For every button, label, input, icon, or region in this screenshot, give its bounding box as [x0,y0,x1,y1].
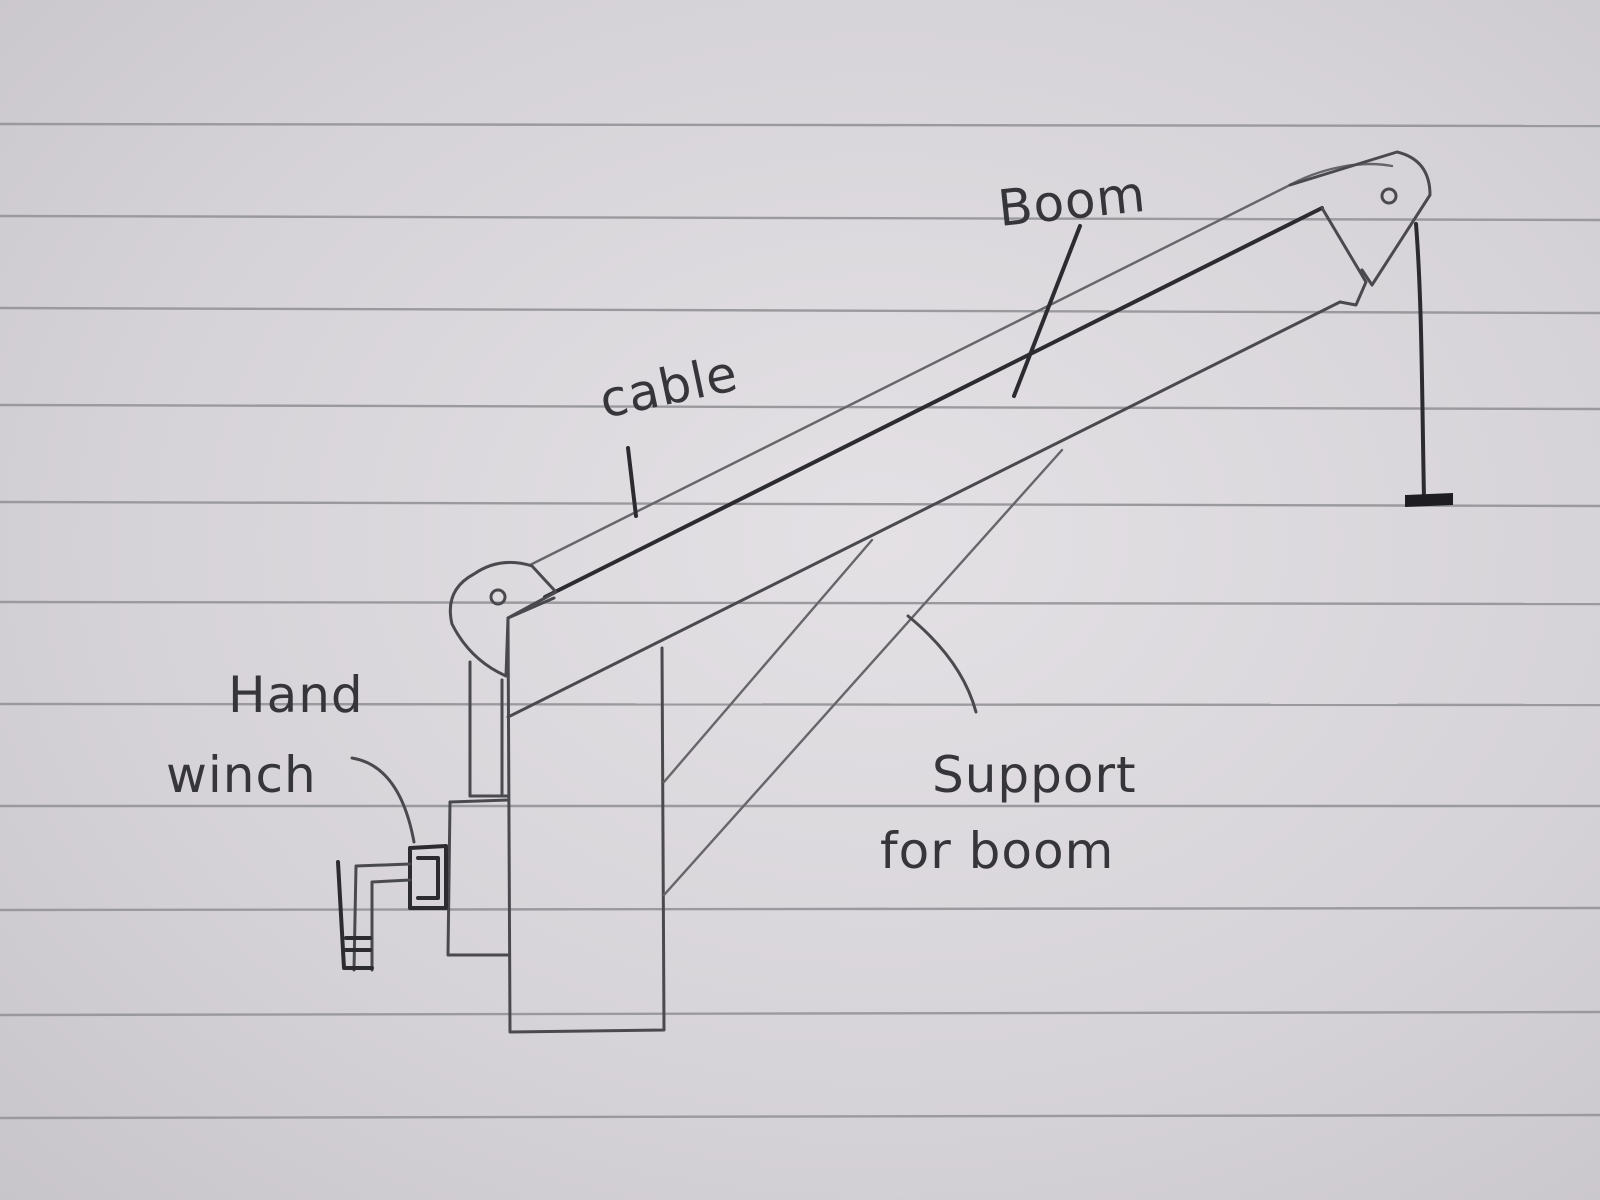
top-pulley [1288,150,1432,287]
support-label-line2: for boom [880,822,1114,880]
winch-leader [350,756,416,844]
hand-winch-label-line1: Hand [228,666,364,724]
boom-label: Boom [995,165,1148,238]
mast-post [506,596,666,1034]
hand-winch-label-line2: winch [166,746,317,804]
cable-leader [626,446,638,518]
cable-label: cable [594,344,743,430]
boom-leader [1012,224,1082,398]
hook-weight [1405,492,1453,508]
mast-pulley [448,560,558,678]
hand-winch [336,660,510,972]
leader-lines [350,224,1082,844]
ruled-lines [0,122,1600,1120]
hanging-cable [1405,222,1453,508]
boom-arm [506,206,1368,719]
support-leader [906,614,978,714]
boom-supports [662,448,1064,897]
support-label-line1: Support [932,746,1137,804]
